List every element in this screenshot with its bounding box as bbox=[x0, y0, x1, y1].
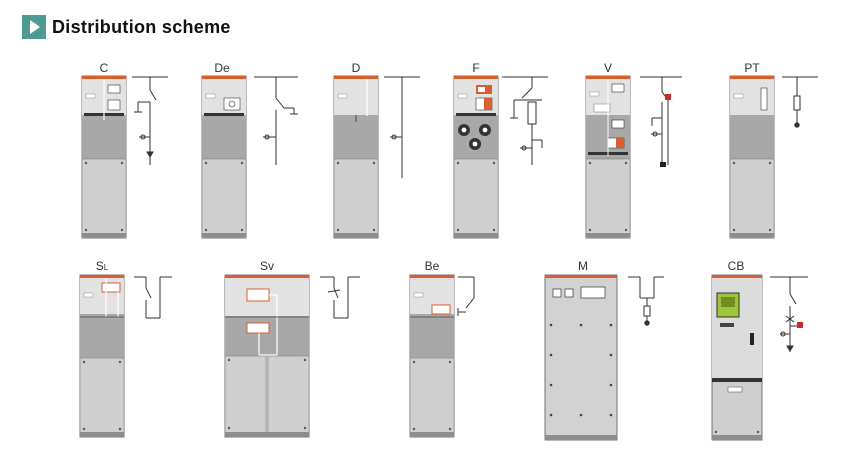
cabinet-pt bbox=[729, 75, 775, 239]
schematic-cb bbox=[770, 276, 808, 352]
unit-label-sl: SL bbox=[95, 259, 109, 273]
schematic-sv bbox=[320, 276, 360, 319]
unit-label-d: D bbox=[351, 61, 361, 75]
schematic-c bbox=[132, 76, 168, 165]
cabinet-m bbox=[544, 274, 618, 441]
play-icon bbox=[22, 15, 46, 39]
unit-label-cb: CB bbox=[727, 259, 745, 273]
unit-label-c: C bbox=[99, 61, 109, 75]
cabinet-f bbox=[453, 75, 499, 239]
unit-label-sv: Sv bbox=[259, 259, 275, 273]
cabinet-d bbox=[333, 75, 379, 239]
schematic-d bbox=[384, 76, 420, 178]
unit-label-de: De bbox=[214, 61, 230, 75]
unit-label-m: M bbox=[578, 259, 588, 273]
schematic-m bbox=[628, 276, 664, 326]
schematic-de bbox=[254, 76, 298, 165]
section-title: Distribution scheme bbox=[52, 16, 231, 37]
schematic-sl bbox=[134, 276, 172, 319]
section-header: Distribution scheme bbox=[22, 14, 231, 40]
schematic-be bbox=[457, 276, 475, 316]
schematic-pt bbox=[782, 76, 818, 128]
cabinet-de bbox=[201, 75, 247, 239]
unit-label-v: V bbox=[603, 61, 613, 75]
unit-label-pt: PT bbox=[744, 61, 760, 75]
cabinet-v bbox=[585, 75, 631, 239]
cabinet-sl bbox=[79, 274, 125, 438]
cabinet-c bbox=[81, 75, 127, 239]
schematic-f bbox=[502, 76, 548, 165]
cabinet-sv bbox=[224, 274, 310, 438]
unit-label-f: F bbox=[472, 61, 480, 75]
schematic-v bbox=[640, 76, 682, 165]
unit-label-be: Be bbox=[424, 259, 440, 273]
cabinet-be bbox=[409, 274, 455, 438]
cabinet-cb bbox=[711, 274, 763, 441]
